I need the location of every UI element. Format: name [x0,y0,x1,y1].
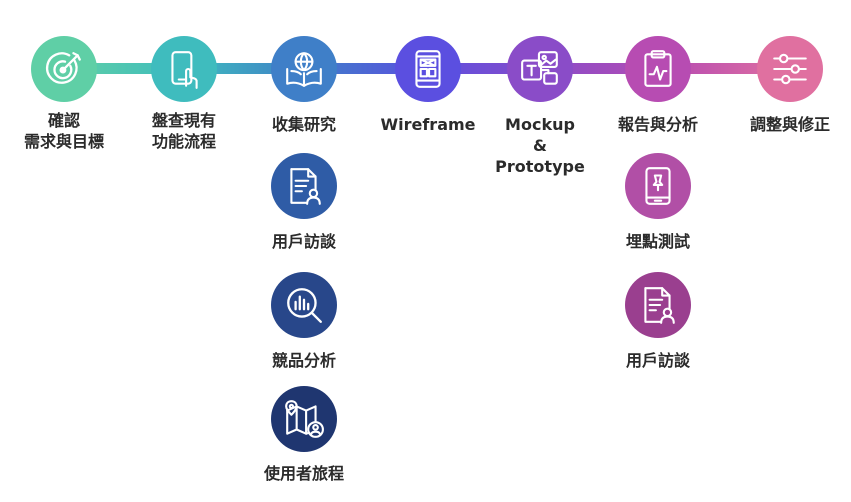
step-5-circle [507,36,573,102]
sliders-icon [773,53,807,85]
step-6-label: 報告與分析 [617,115,698,134]
chart-magnifier-icon [287,288,322,323]
analysis-substep-1-circle [625,153,691,219]
analysis-substep-2-label: 用戶訪談 [625,351,690,370]
step-6-circle [625,36,691,102]
clipboard-chart-icon [644,50,672,87]
open-book-globe-icon [286,52,322,87]
document-user-icon [290,168,321,205]
phone-pin-icon [645,167,671,205]
analysis-substep-1-label: 埋點測試 [625,232,690,251]
step-2-label: 盤查現有功能流程 [151,111,216,151]
research-substep-3-circle [271,386,337,452]
research-substep-3-label: 使用者旅程 [263,464,344,483]
analysis-substep-2-circle [625,272,691,338]
step-5-label: Mockup&Prototype [495,115,585,176]
step-1-circle [31,36,97,102]
step-1-label: 確認需求與目標 [23,111,104,151]
step-4-circle [395,36,461,102]
wireframe-phone-icon [415,50,441,88]
step-3-label: 收集研究 [271,115,336,134]
document-user-icon [644,287,675,324]
research-substep-1-circle [271,153,337,219]
step-7-label: 調整與修正 [749,115,830,134]
step-3-circle [271,36,337,102]
target-icon [45,52,81,84]
research-substep-1-label: 用戶訪談 [271,232,336,251]
step-2-circle [151,36,217,102]
step-7-circle [757,36,823,102]
phone-tap-icon [171,51,198,89]
map-pin-user-icon [285,400,324,438]
research-substep-2-label: 競品分析 [271,351,336,370]
step-4-label: Wireframe [380,115,476,134]
research-substep-2-circle [271,272,337,338]
design-canvas-icon [521,51,558,85]
